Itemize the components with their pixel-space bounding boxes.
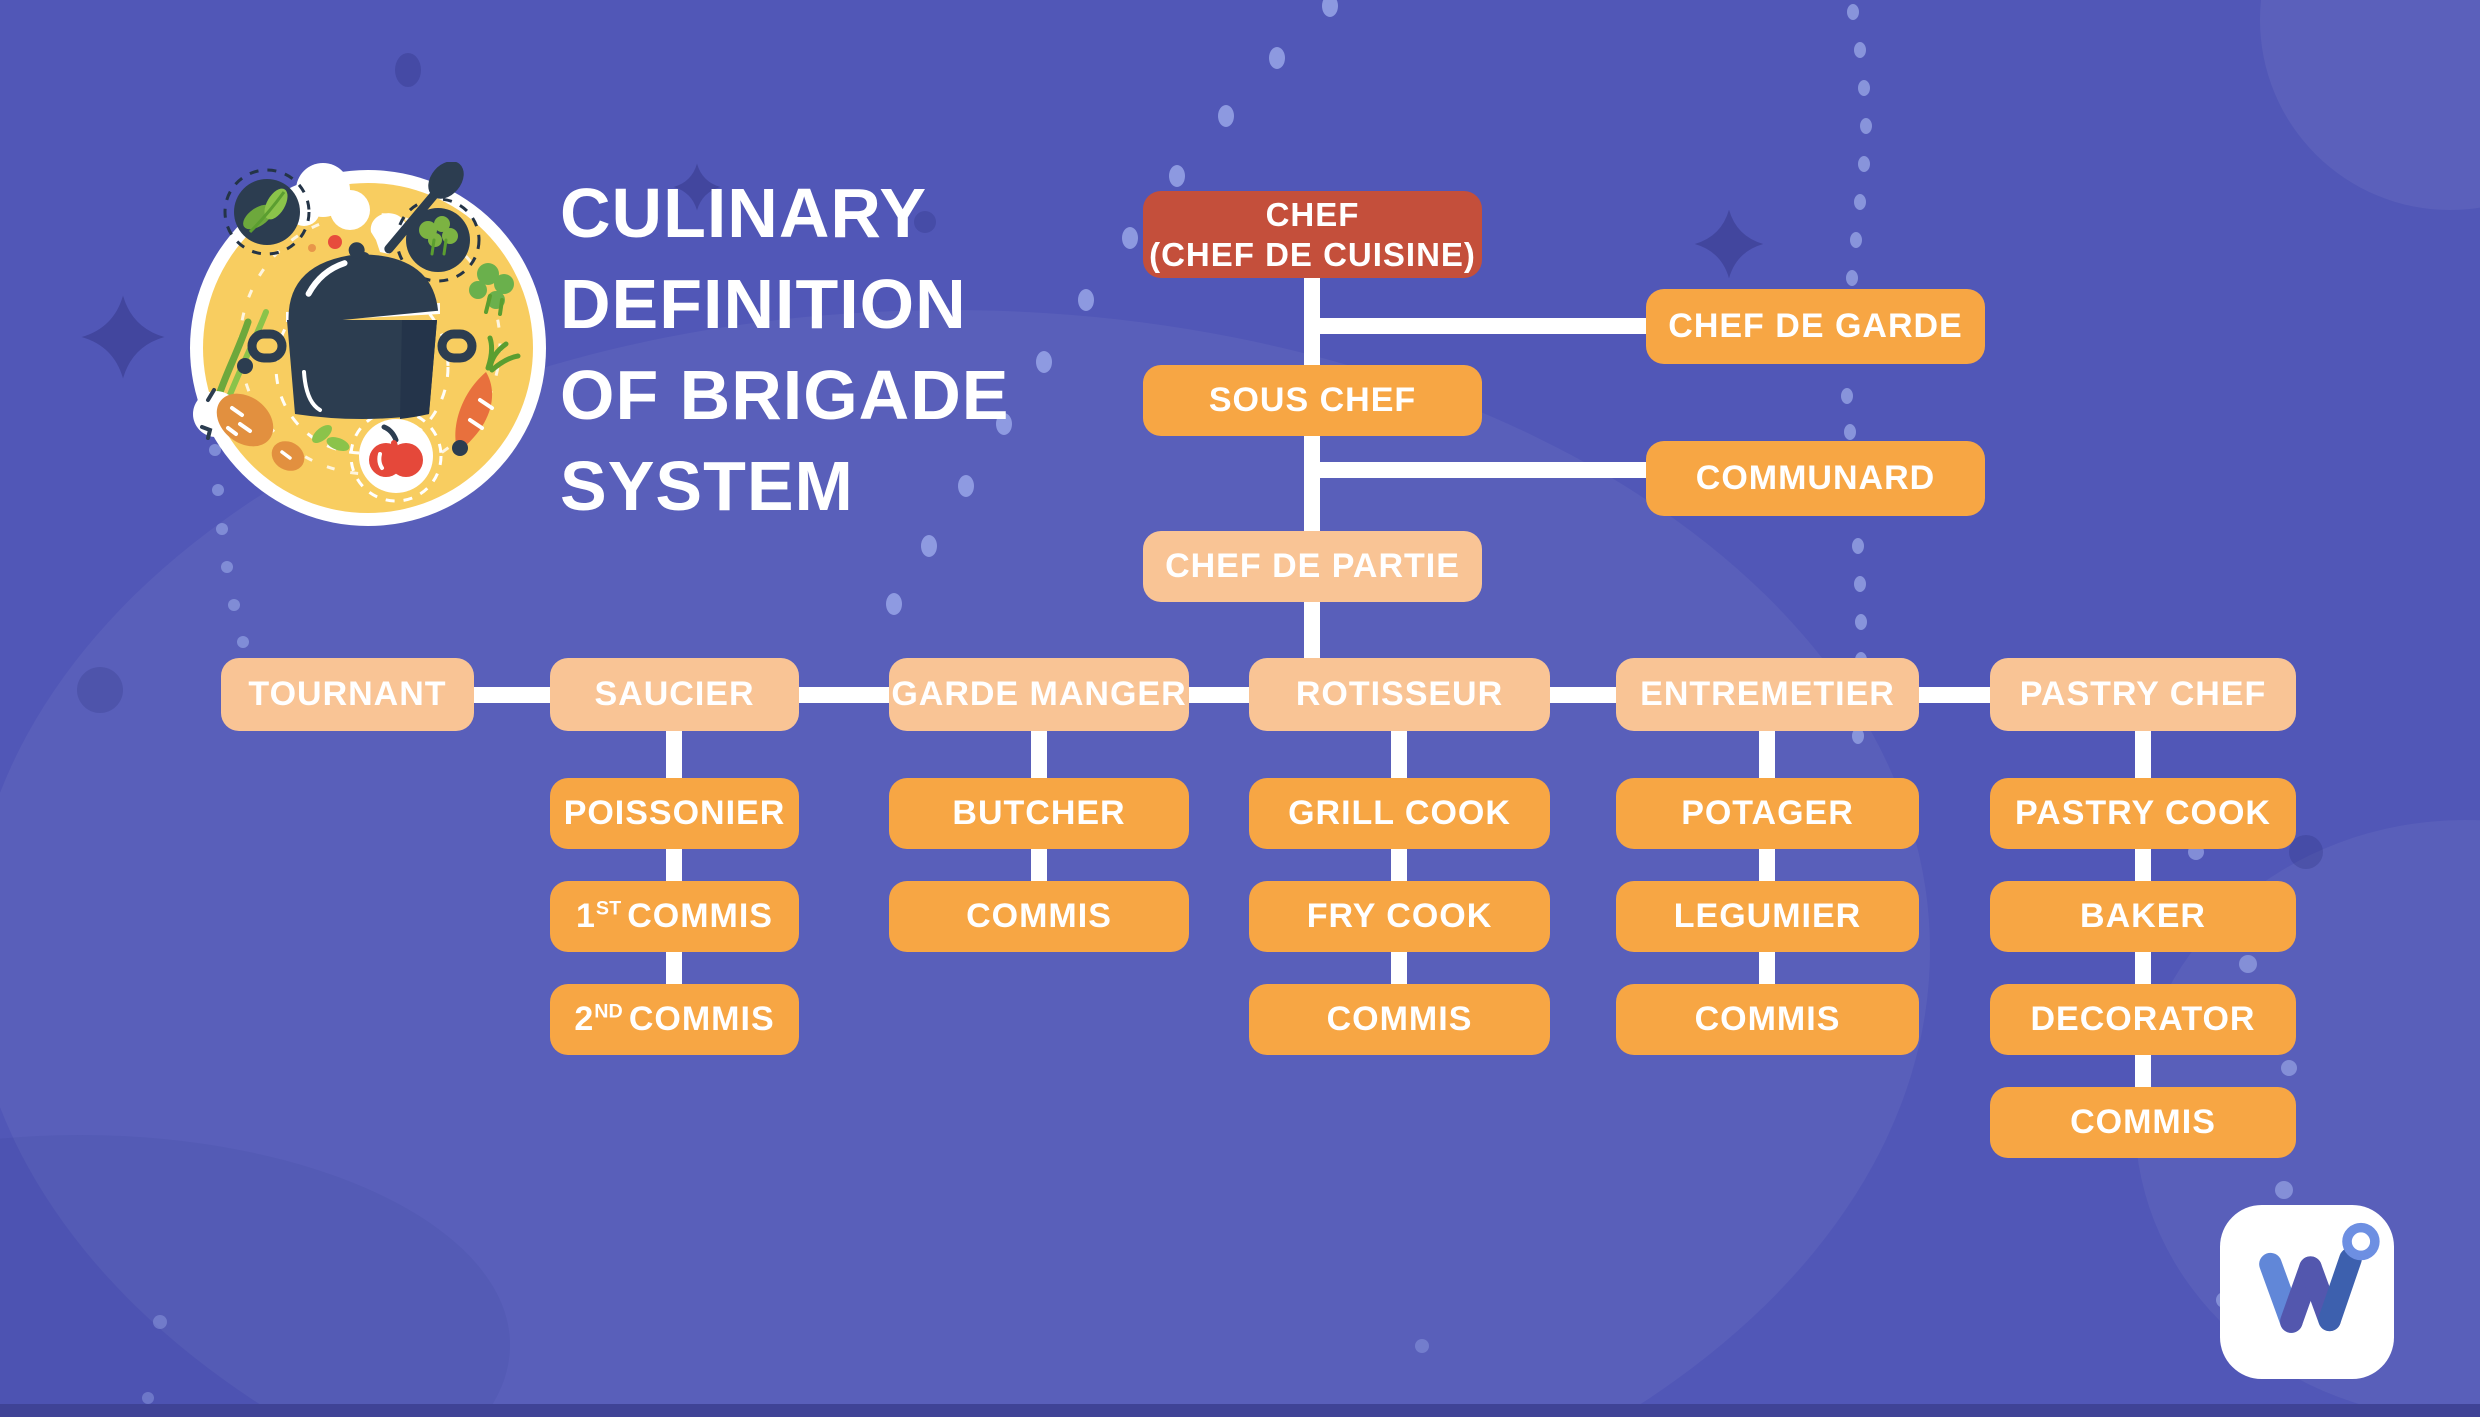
node-label: COMMIS — [1326, 1000, 1473, 1038]
node-chef: CHEF (CHEF DE CUISINE) — [1143, 191, 1482, 278]
node-baker: BAKER — [1990, 881, 2296, 952]
node-label: DECORATOR — [2030, 1000, 2256, 1038]
title-line: CULINARY — [560, 174, 928, 252]
leaf-badge — [223, 168, 311, 256]
node-pastry-chef: PASTRY CHEF — [1990, 658, 2296, 731]
title-line: DEFINITION — [560, 265, 967, 343]
node-label: FRY COOK — [1306, 897, 1493, 935]
node-grill-cook: GRILL COOK — [1249, 778, 1550, 849]
connector-chef-de-garde — [1304, 318, 1656, 334]
node-chef-de-garde: CHEF DE GARDE — [1646, 289, 1985, 364]
node-commis-rotisseur: COMMIS — [1249, 984, 1550, 1055]
node-label: COMMIS — [2070, 1103, 2216, 1141]
node-potager: POTAGER — [1616, 778, 1919, 849]
node-label: GARDE MANGER — [891, 675, 1187, 713]
cooking-pot — [247, 242, 477, 419]
node-chef-de-partie: CHEF DE PARTIE — [1143, 531, 1482, 602]
node-commis-garde-manger: COMMIS — [889, 881, 1189, 952]
node-label: PASTRY CHEF — [2019, 675, 2267, 713]
dotted-line-vertical — [1841, 4, 1872, 744]
node-label: (CHEF DE CUISINE) — [1149, 235, 1476, 273]
spoon-icon — [384, 162, 464, 254]
wepik-logo — [2220, 1205, 2394, 1379]
node-saucier: SAUCIER — [550, 658, 799, 731]
carrot — [455, 335, 521, 452]
title-line: SYSTEM — [560, 447, 854, 525]
node-communard: COMMUNARD — [1646, 441, 1985, 516]
w-logo-icon — [2220, 1205, 2394, 1379]
node-label: ROTISSEUR — [1295, 675, 1504, 713]
node-label: SOUS CHEF — [1208, 381, 1417, 419]
node-label: CHEF DE GARDE — [1668, 307, 1963, 345]
node-label: CHEF DE PARTIE — [1165, 547, 1460, 585]
node-label: POTAGER — [1681, 794, 1854, 832]
node-rotisseur: ROTISSEUR — [1249, 658, 1550, 731]
node-commis-pastry: COMMIS — [1990, 1087, 2296, 1158]
node-butcher: BUTCHER — [889, 778, 1189, 849]
node-tournant: TOURNANT — [221, 658, 474, 731]
node-label: ENTREMETIER — [1640, 675, 1895, 713]
node-sous-chef: SOUS CHEF — [1143, 365, 1482, 436]
apple-badge — [349, 409, 443, 503]
node-commis-entremetier: COMMIS — [1616, 984, 1919, 1055]
node-label: COMMIS — [966, 897, 1112, 935]
node-entremetier: ENTREMETIER — [1616, 658, 1919, 731]
node-label: LEGUMIER — [1673, 897, 1862, 935]
node-label: GRILL COOK — [1288, 794, 1511, 832]
page-title: CULINARY DEFINITION OF BRIGADE SYSTEM — [560, 168, 1009, 532]
node-pastry-cook: PASTRY COOK — [1990, 778, 2296, 849]
node-poissonier: POISSONIER — [550, 778, 799, 849]
cooking-illustration — [188, 162, 550, 534]
title-line: OF BRIGADE — [560, 356, 1010, 434]
node-label: COMMUNARD — [1695, 459, 1936, 497]
node-decorator: DECORATOR — [1990, 984, 2296, 1055]
connector-rotisseur-column — [1391, 700, 1407, 1020]
node-garde-manger: GARDE MANGER — [889, 658, 1189, 731]
connector-saucier-column — [666, 700, 682, 1020]
small-leaves — [312, 425, 350, 451]
node-label: POISSONIER — [563, 794, 786, 832]
node-label: CHEF — [1265, 195, 1360, 233]
node-label: COMMIS — [1694, 1000, 1841, 1038]
connector-communard — [1304, 462, 1656, 478]
bottom-edge-strip — [0, 1404, 2480, 1417]
node-legumier: LEGUMIER — [1616, 881, 1919, 952]
connector-entremetier-column — [1759, 700, 1775, 1020]
potatoes — [216, 393, 305, 471]
node-label: TOURNANT — [248, 675, 447, 713]
node-fry-cook: FRY COOK — [1249, 881, 1550, 952]
node-label: BUTCHER — [952, 794, 1126, 832]
broccoli-sprigs — [469, 263, 514, 316]
node-label: PASTRY COOK — [2015, 794, 2271, 832]
node-label: SAUCIER — [594, 675, 755, 713]
node-label: BAKER — [2080, 897, 2206, 935]
red-dot — [328, 235, 342, 249]
